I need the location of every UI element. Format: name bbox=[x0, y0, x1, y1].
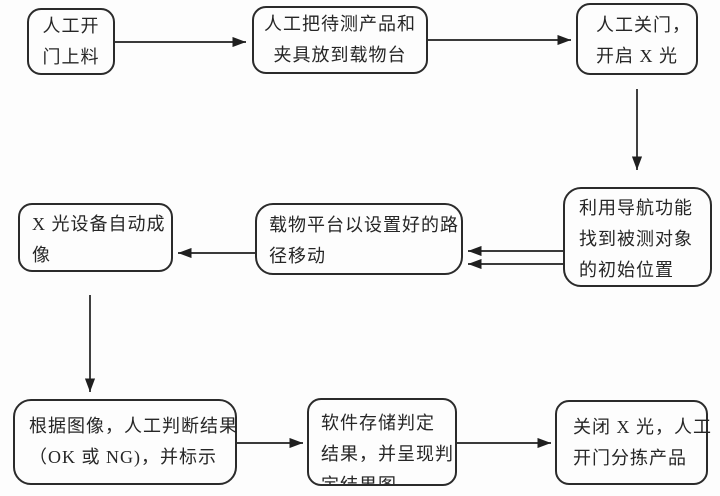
flow-node-xray-auto-imaging: X 光设备自动成 像 bbox=[18, 203, 173, 272]
flow-node-stage-moves-preset-path: 载物平台以设置好的路 径移动 bbox=[255, 203, 463, 275]
node-text-line: 载物平台以设置好的路 bbox=[269, 215, 459, 235]
node-text-line: 人工开 bbox=[42, 15, 100, 36]
node-text-line: 夹具放到载物台 bbox=[273, 45, 407, 65]
flow-node-place-product-and-fixture: 人工把待测产品和 夹具放到载物台 bbox=[252, 6, 428, 74]
flow-node-software-store-result: 软件存储判定 结果，并呈现判 定结果图 bbox=[307, 398, 457, 486]
node-text-line: 软件存储判定 bbox=[321, 413, 435, 433]
node-text-line: 的初始位置 bbox=[579, 260, 674, 280]
node-text-line: 径移动 bbox=[269, 246, 326, 266]
node-text-line: 开门分拣产品 bbox=[573, 448, 687, 468]
node-text-line: 找到被测对象 bbox=[579, 229, 693, 249]
node-text-line: 利用导航功能 bbox=[579, 198, 693, 218]
flow-node-close-xray-sort-product: 关闭 X 光，人工 开门分拣产品 bbox=[555, 400, 712, 485]
node-text-line: 开启 X 光 bbox=[596, 46, 678, 66]
node-text-line: 人工把待测产品和 bbox=[264, 14, 416, 34]
flow-node-manual-judge-result: 根据图像，人工判断结果 （OK 或 NG)，并标示 bbox=[13, 399, 237, 485]
node-text-line: 关闭 X 光，人工 bbox=[573, 417, 712, 437]
node-text-line: 像 bbox=[32, 245, 51, 265]
node-text-line: 人工关门， bbox=[596, 15, 691, 35]
node-text-line: X 光设备自动成 bbox=[32, 214, 166, 234]
flow-node-manual-open-door-load: 人工开 门上料 bbox=[27, 8, 115, 75]
node-text-line: 定结果图 bbox=[321, 475, 397, 486]
node-text-line: （OK 或 NG)，并标示 bbox=[29, 447, 217, 467]
node-text-line: 结果，并呈现判 bbox=[321, 444, 454, 464]
node-text-line: 门上料 bbox=[42, 46, 100, 67]
node-text-line: 根据图像，人工判断结果 bbox=[29, 416, 238, 436]
flow-node-close-door-start-xray: 人工关门， 开启 X 光 bbox=[576, 3, 698, 75]
flow-node-navigate-initial-position: 利用导航功能 找到被测对象 的初始位置 bbox=[563, 187, 712, 287]
